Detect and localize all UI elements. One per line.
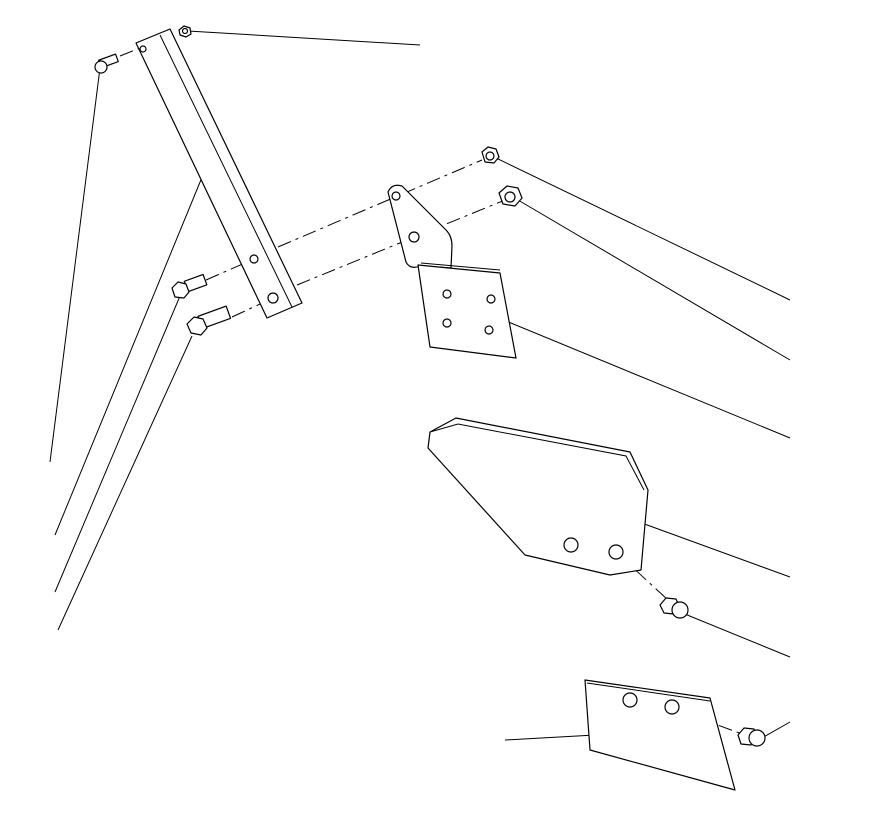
top-nut	[178, 25, 192, 38]
nut-upper-right	[481, 146, 500, 164]
small-plate	[417, 262, 517, 359]
large-plate	[427, 417, 649, 576]
nut-lower-right	[498, 185, 523, 207]
small-bolt	[94, 53, 119, 74]
blade	[584, 679, 736, 791]
bracket	[387, 184, 453, 269]
plate-bolt	[659, 597, 689, 619]
blade-bolt	[737, 727, 766, 747]
bolt-upper	[171, 273, 208, 299]
bolt-lower	[186, 305, 232, 336]
mounting-bar	[135, 28, 303, 319]
leader-lines	[49, 30, 791, 741]
